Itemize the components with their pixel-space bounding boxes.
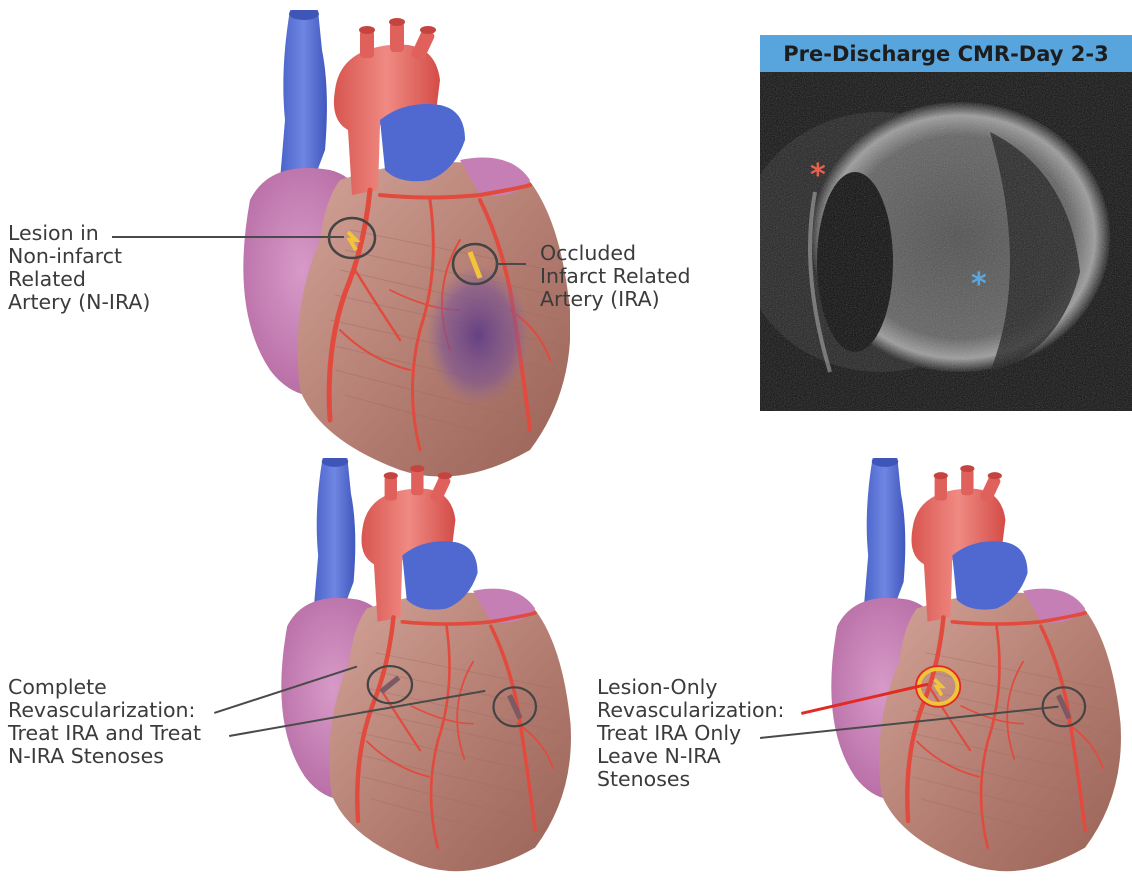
cmr-panel: Pre-Discharge CMR-Day 2-3 * *	[760, 35, 1132, 411]
heart-illustration-top	[230, 10, 570, 490]
asterisk-blue-marker: *	[971, 270, 987, 300]
heart-illustration-complete	[250, 458, 590, 883]
cmr-title: Pre-Discharge CMR-Day 2-3	[760, 35, 1132, 72]
infarct-region	[426, 265, 530, 405]
asterisk-red-marker: *	[810, 161, 826, 191]
label-occluded-ira: Occluded Infarct Related Artery (IRA)	[540, 242, 690, 311]
label-complete-revascularization: Complete Revascularization: Treat IRA an…	[8, 676, 201, 768]
label-lesion-only-revascularization: Lesion-Only Revascularization: Treat IRA…	[597, 676, 784, 791]
heart-illustration-lesion-only	[808, 458, 1132, 883]
label-lesion-n-ira: Lesion in Non-infarct Related Artery (N-…	[8, 222, 150, 314]
cmr-scan-image	[760, 72, 1132, 411]
leader-line-ira	[496, 263, 526, 265]
